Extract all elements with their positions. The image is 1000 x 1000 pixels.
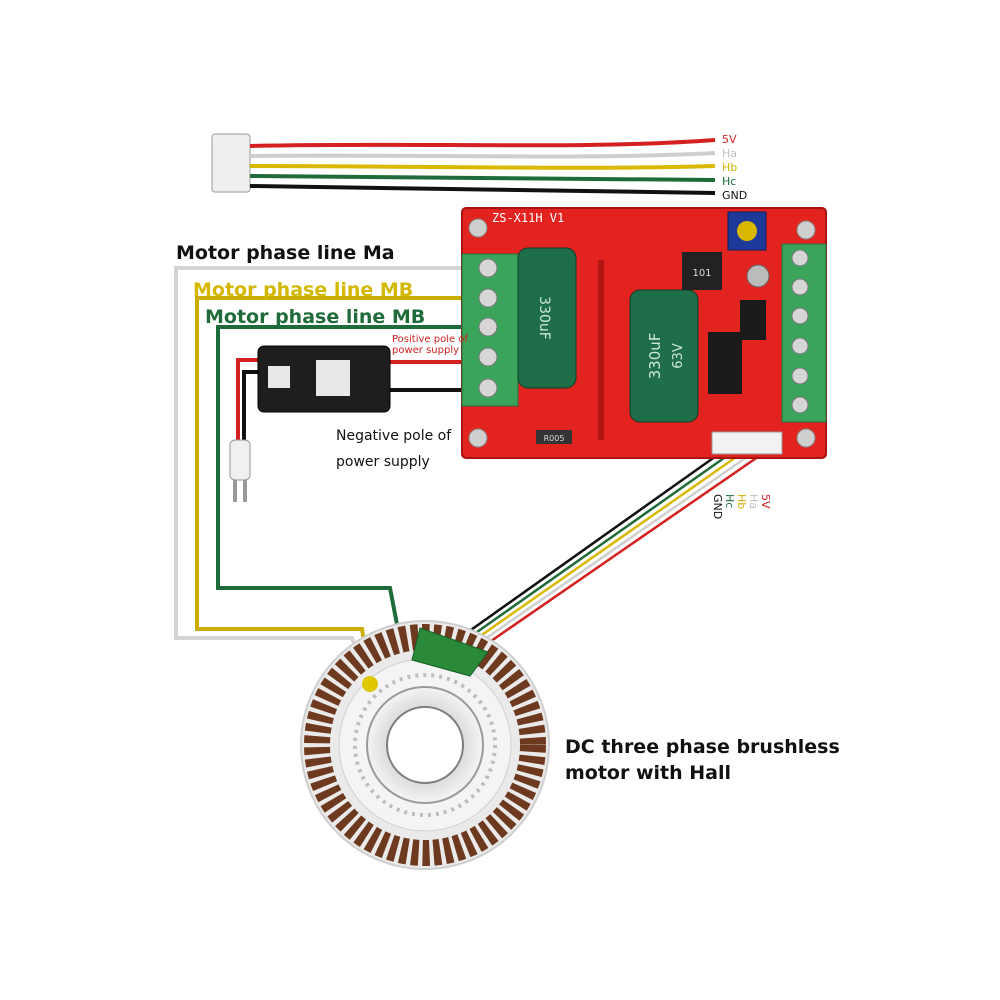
wire-gnd-motor [453,442,734,644]
wire-ha-motor [471,448,758,650]
hall-connector-top [211,133,251,193]
hall-label-hb-rot: Hb [735,494,748,510]
phase-b-label: Motor phase line MB [193,279,414,301]
capacitor-small-body [517,247,577,389]
terminal-screw-r1[interactable] [791,249,809,267]
hall-label-hb-top: Hb [722,161,738,174]
negative-pole-label-line1: Negative pole of [336,428,452,444]
bldc-motor [300,620,550,870]
power-adapter [257,345,391,413]
mains-plug [229,439,251,502]
motor-label-line1: DC three phase brushless [565,736,840,758]
terminal-screw-1[interactable] [478,258,498,278]
hall-label-hc-rot: Hc [723,494,736,509]
capacitor-big-label: 330uF [646,333,664,380]
phase-c-label: Motor phase line MB [205,306,426,328]
terminal-housing-right [781,243,827,423]
wire-ha-top [249,151,716,159]
terminal-screw-r4[interactable] [791,337,809,355]
hall-label-5v-rot: 5V [759,494,772,509]
plug-body [229,439,251,481]
mosfet [740,300,766,340]
potentiometer-knob[interactable] [737,221,757,241]
capacitor-small: 330uF [517,247,577,389]
inductor [682,252,722,290]
terminal-screw-r2[interactable] [791,278,809,296]
left-terminal-block [461,253,519,407]
terminal-screw-3[interactable] [478,317,498,337]
plug-pin-left [233,480,237,502]
shunt-resistor [536,430,572,444]
terminal-screw-r5[interactable] [791,367,809,385]
motor-ball-ring [353,673,497,817]
hall-label-gnd-rot: GND [711,494,724,520]
capacitor-big-voltage: 63V [671,343,686,369]
hall-label-ha-top: Ha [722,147,738,160]
capacitor-small-label: 330uF [536,296,552,340]
terminal-screw-5[interactable] [478,378,498,398]
wire-gnd-top [249,184,716,195]
adapter-label-right [316,360,350,396]
phase-b-solder-point [362,676,378,692]
hall-sensor-pcb [411,627,489,677]
board-model: ZS-X11H V1 [492,211,564,225]
wire-hc-top [249,174,716,182]
terminal-screw-2[interactable] [478,288,498,308]
plug-pin-right [243,480,247,502]
right-terminal-block [781,243,827,423]
adapter-label-left [268,366,290,388]
wire-hb-top [249,164,716,170]
phase-a-label: Motor phase line Ma [176,242,395,264]
capacitor-big: 330uF 63V [629,289,699,423]
inductor-label: 101 [692,268,711,279]
wire-hc-motor [459,444,742,646]
wire-5v-motor [477,450,766,652]
driver-board: ZS-X11H V1 330uF 330uF 6 [461,207,827,459]
hall-label-hc-top: Hc [722,175,737,188]
mount-hole-bl [468,428,488,448]
driver-ic [708,332,742,394]
hall-label-ha-rot: Ha [747,494,760,510]
small-capacitor [746,264,770,288]
mount-hole-br [796,428,816,448]
hall-connector-board[interactable] [711,431,783,455]
positive-pole-label: Positive pole of power supply [392,334,468,356]
mount-hole-tr [796,220,816,240]
mains-wire-red [236,358,258,440]
wire-5v-top [249,138,716,148]
hall-cable-top [211,133,716,195]
terminal-screw-r3[interactable] [791,307,809,325]
motor-hub [386,706,464,784]
hall-label-gnd-top: GND [722,189,748,202]
wire-hb-motor [465,446,750,648]
hall-label-5v-top: 5V [722,133,737,146]
shunt-resistor-label: R005 [544,434,565,443]
capacitor-big-body [629,289,699,423]
hall-cable-motor [453,442,766,652]
mains-wire-black [242,370,258,440]
negative-pole-label-line2: power supply [336,454,430,470]
mount-hole-tl [468,218,488,238]
terminal-screw-r6[interactable] [791,396,809,414]
board-trace [598,260,604,440]
phase-c-wire [216,325,468,641]
motor-label-line2: motor with Hall [565,762,732,784]
terminal-screw-4[interactable] [478,347,498,367]
